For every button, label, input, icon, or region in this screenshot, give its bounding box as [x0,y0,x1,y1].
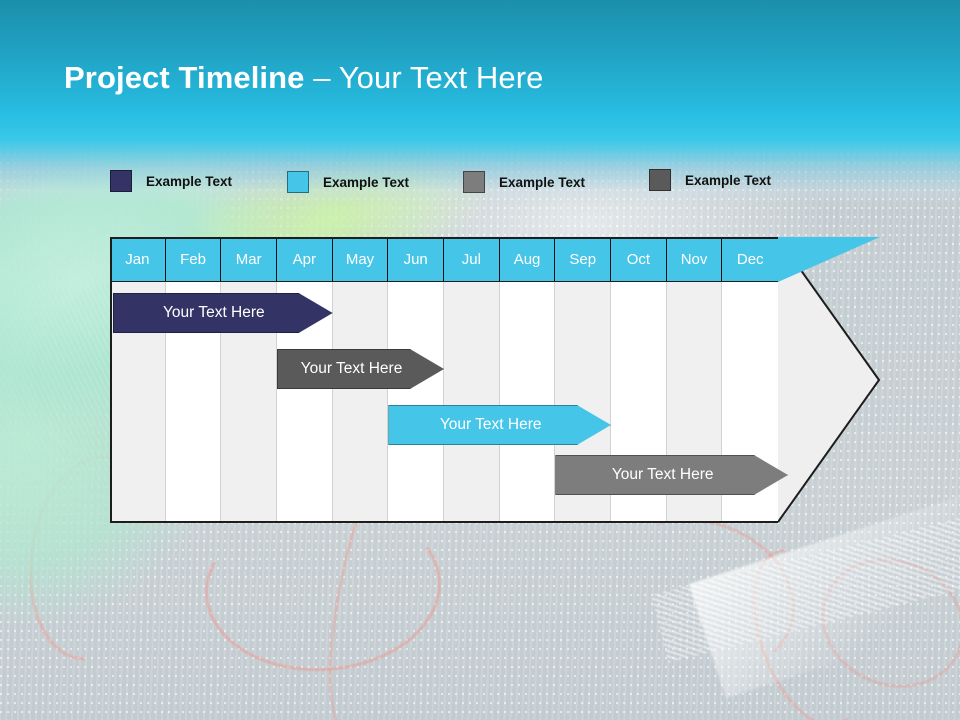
legend-item-3[interactable]: Example Text [649,169,771,191]
page-title-separator: – [304,60,339,95]
page-title: Project Timeline – Your Text Here [64,60,543,96]
legend-label: Example Text [685,172,772,188]
month-column-aug [499,282,556,523]
timeline-bar-arrow-shape [277,349,444,389]
timeline-bar-arrow-shape [113,293,333,333]
legend-label: Example Text [323,174,410,190]
page-title-bold: Project Timeline [64,60,305,95]
month-header-mar[interactable]: Mar [221,237,278,282]
legend-item-1[interactable]: Example Text [287,171,409,193]
month-header-sep[interactable]: Sep [555,237,612,282]
month-header-dec[interactable]: Dec [722,237,779,282]
month-header-jun[interactable]: Jun [388,237,445,282]
legend-item-2[interactable]: Example Text [463,171,585,193]
timeline-bar-arrow-shape [388,405,611,445]
timeline-header-baseline [110,281,778,282]
month-header-jan[interactable]: Jan [110,237,166,282]
month-column-may [332,282,389,523]
timeline-bar-0[interactable]: Your Text Here [113,293,333,333]
legend-swatch-icon [649,169,671,191]
month-header-may[interactable]: May [332,237,389,282]
month-header-apr[interactable]: Apr [277,237,333,282]
timeline-bar-label: Your Text Here [300,360,403,377]
month-header-aug[interactable]: Aug [499,237,556,282]
month-column-jul [444,282,500,523]
timeline-bar-1[interactable]: Your Text Here [277,349,444,389]
month-column-jun [388,282,445,523]
header-gradient-band [0,0,960,205]
timeline-bar-label: Your Text Here [439,416,542,433]
page-title-rest: Your Text Here [338,60,544,95]
legend-item-0[interactable]: Example Text [110,170,232,192]
legend-label: Example Text [146,173,233,189]
legend-swatch-icon [463,171,485,193]
timeline-bar-label: Your Text Here [611,466,714,483]
timeline-bar-arrow-shape [555,455,788,495]
month-header-oct[interactable]: Oct [611,237,667,282]
timeline-bar-2[interactable]: Your Text Here [388,405,611,445]
legend-swatch-icon [110,170,132,192]
timeline-bar-label: Your Text Here [162,304,265,321]
legend-label: Example Text [499,174,586,190]
legend-swatch-icon [287,171,309,193]
timeline-bar-3[interactable]: Your Text Here [555,455,788,495]
month-header-nov[interactable]: Nov [666,237,723,282]
month-header-feb[interactable]: Feb [165,237,222,282]
month-header-jul[interactable]: Jul [444,237,500,282]
